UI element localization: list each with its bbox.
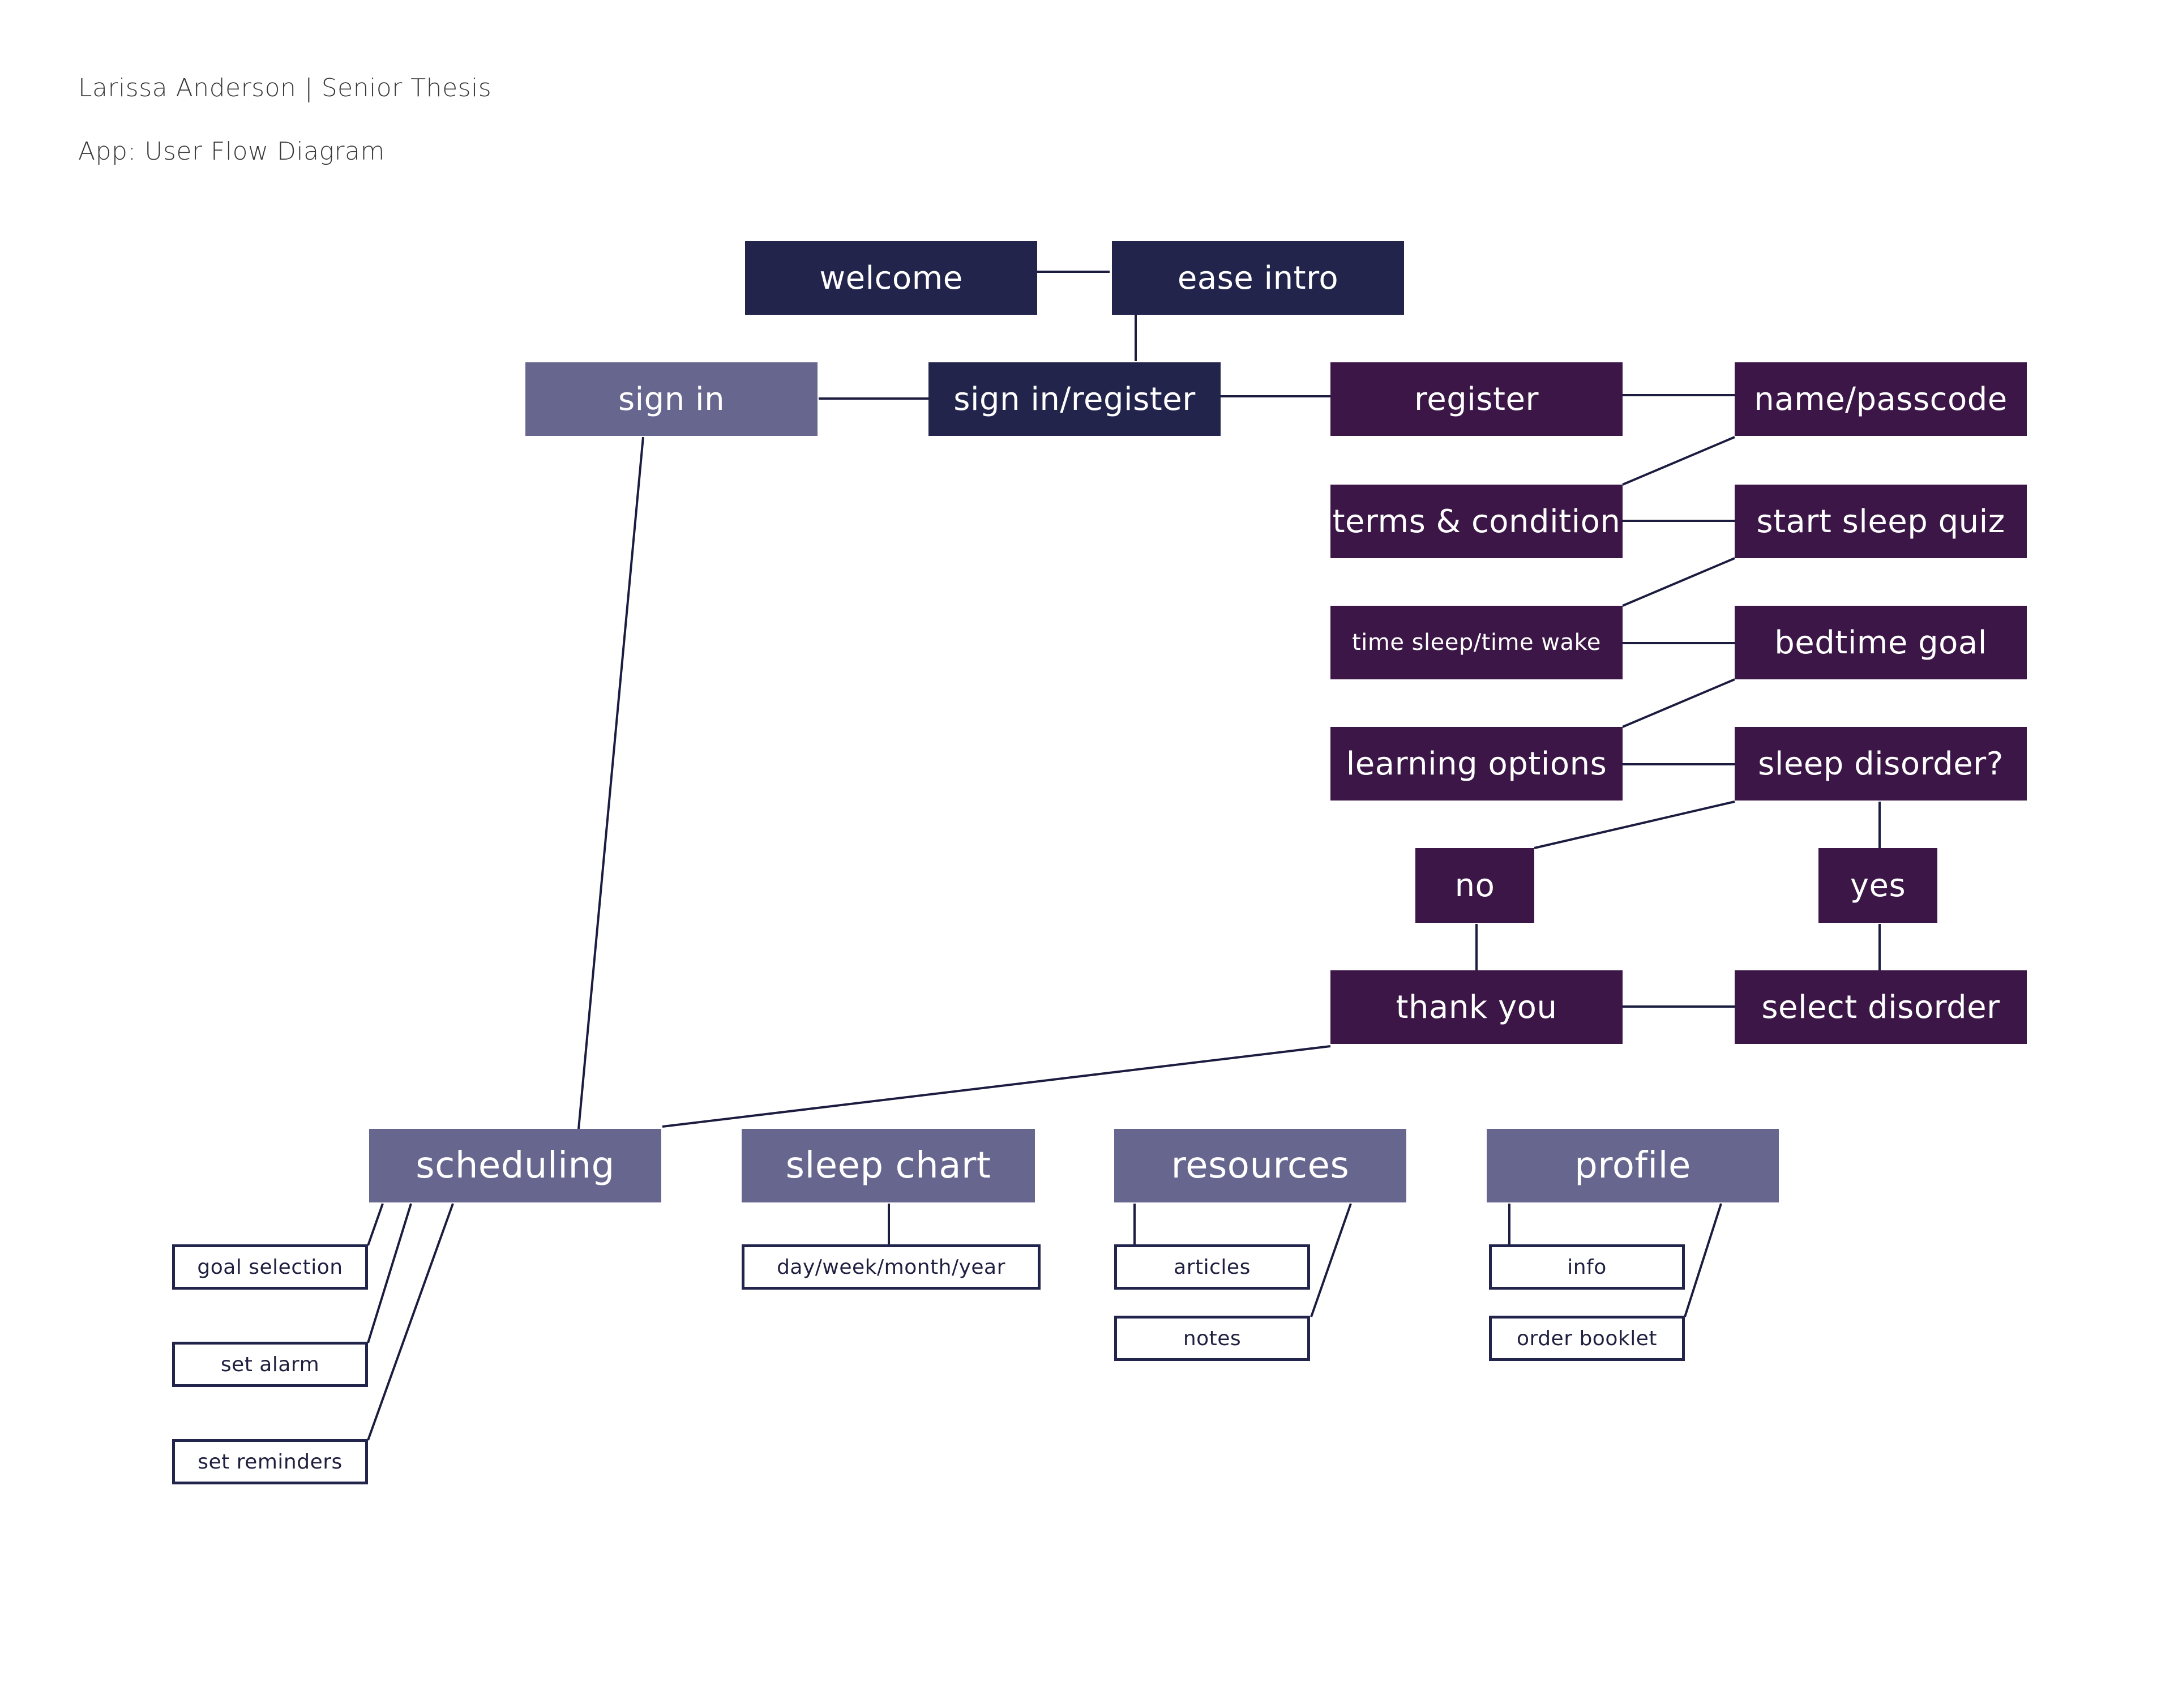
- node-resources: resources: [1114, 1129, 1406, 1202]
- node-profile: profile: [1487, 1129, 1779, 1202]
- node-bedtime-goal: bedtime goal: [1735, 606, 2027, 679]
- node-welcome: welcome: [745, 241, 1037, 315]
- node-scheduling: scheduling: [369, 1129, 661, 1202]
- node-register: register: [1330, 362, 1623, 436]
- node-sleep-chart: sleep chart: [742, 1129, 1035, 1202]
- node-goal-selection: goal selection: [172, 1244, 368, 1290]
- node-terms-condition: terms & condition: [1330, 485, 1623, 558]
- node-articles: articles: [1114, 1244, 1310, 1290]
- node-start-sleep-quiz: start sleep quiz: [1735, 485, 2027, 558]
- node-no: no: [1415, 848, 1534, 923]
- connector-disorder-no: [1534, 801, 1735, 849]
- node-sign-in-register: sign in/register: [928, 362, 1221, 436]
- node-sleep-disorder: sleep disorder?: [1735, 727, 2027, 801]
- connector-scheduling-goal: [367, 1203, 384, 1246]
- connector-name-terms: [1622, 436, 1735, 486]
- node-thank-you: thank you: [1330, 970, 1623, 1044]
- node-select-disorder: select disorder: [1735, 970, 2027, 1044]
- node-notes: notes: [1114, 1316, 1310, 1361]
- node-set-reminders: set reminders: [172, 1439, 368, 1484]
- node-learning-options: learning options: [1330, 727, 1623, 801]
- node-sign-in: sign in: [525, 362, 818, 436]
- node-time-sleep-wake: time sleep/time wake: [1330, 606, 1623, 679]
- author-line: Larissa Anderson | Senior Thesis: [78, 74, 492, 102]
- connector-thankyou-scheduling: [662, 1045, 1331, 1128]
- connector-quiz-time: [1622, 557, 1735, 607]
- connector-bedtime-learning: [1622, 678, 1735, 728]
- diagram-subtitle: App: User Flow Diagram: [78, 137, 385, 166]
- node-info: info: [1489, 1244, 1685, 1290]
- connector-scheduling-reminders: [367, 1203, 454, 1441]
- node-name-passcode: name/passcode: [1735, 362, 2027, 436]
- node-ease-intro: ease intro: [1112, 241, 1404, 315]
- node-order-booklet: order booklet: [1489, 1316, 1685, 1361]
- connector-resources-notes: [1310, 1203, 1352, 1317]
- connector-profile-booklet: [1684, 1203, 1722, 1317]
- node-yes: yes: [1818, 848, 1937, 923]
- node-set-alarm: set alarm: [172, 1342, 368, 1387]
- connector-signin-scheduling: [577, 436, 644, 1129]
- connector-scheduling-alarm: [367, 1203, 412, 1343]
- node-day-week-month-year: day/week/month/year: [742, 1244, 1041, 1290]
